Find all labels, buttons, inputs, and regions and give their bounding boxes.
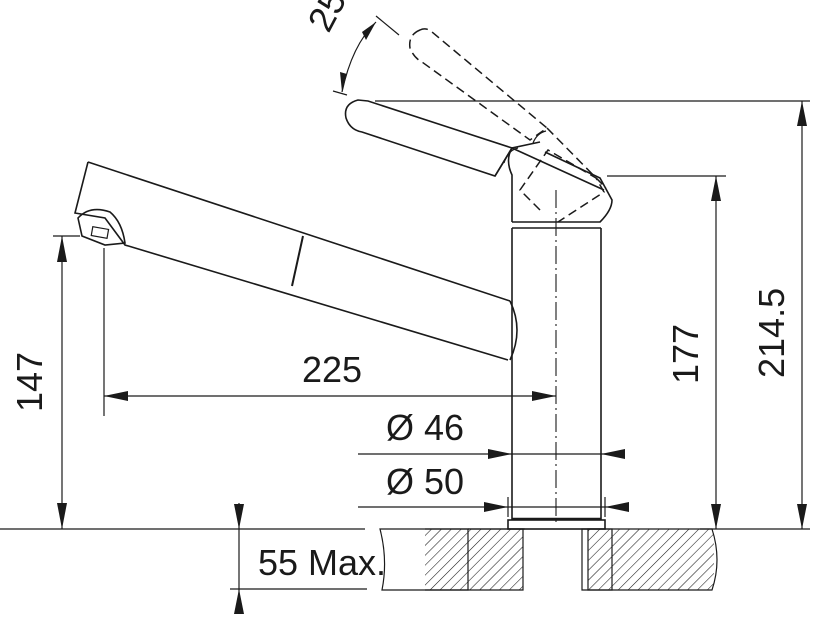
handle-closed	[344, 99, 605, 191]
dim-handle-angle	[332, 15, 400, 96]
label-overall-height: 214.5	[751, 287, 792, 378]
spout	[74, 161, 518, 361]
dim-base-diameter	[358, 497, 629, 517]
label-body-diameter: Ø 46	[386, 407, 465, 448]
dim-spout-height	[0, 235, 365, 530]
label-body-height: 177	[665, 323, 706, 384]
dim-body-height	[607, 175, 726, 529]
label-deck-thickness: 55 Max.	[258, 542, 387, 583]
label-spout-height: 147	[9, 351, 50, 412]
dim-body-diameter	[358, 449, 625, 459]
faucet-body	[507, 190, 606, 530]
label-base-diameter: Ø 50	[386, 461, 465, 502]
dim-spout-reach	[103, 248, 556, 416]
handle-raised	[408, 28, 607, 189]
dim-overall-height	[375, 100, 810, 530]
dim-deck-thickness	[230, 503, 367, 614]
countertop	[379, 528, 718, 591]
label-spout-reach: 225	[302, 349, 363, 390]
